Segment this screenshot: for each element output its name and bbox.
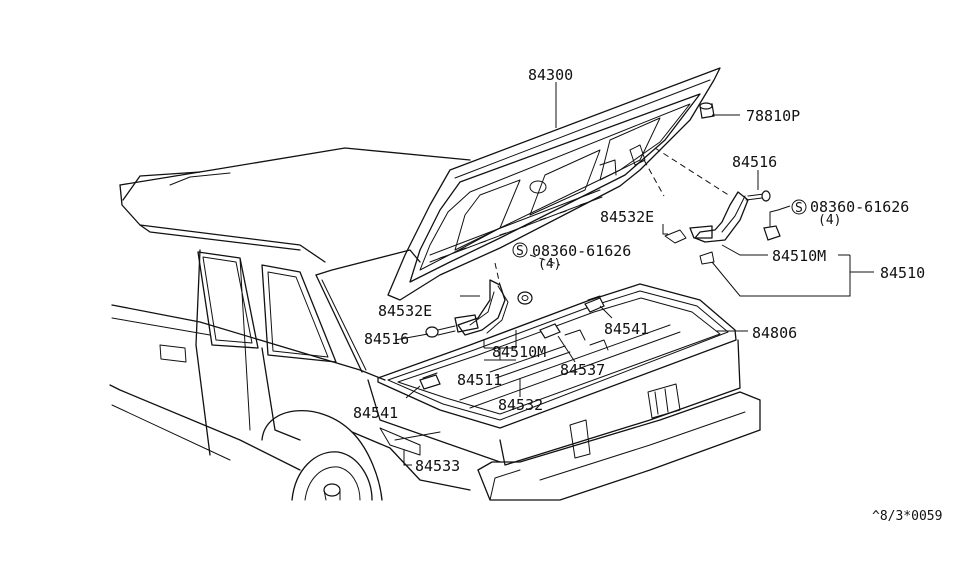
label-84537: 84537 <box>560 361 605 379</box>
label-84541-right: 84541 <box>604 320 649 338</box>
screw-symbol-top <box>791 199 807 215</box>
label-84516-top: 84516 <box>732 153 777 171</box>
dashed-guides <box>494 147 731 286</box>
label-bolt-top-qty: (4) <box>818 213 841 228</box>
floor-parts <box>419 295 609 390</box>
label-84532: 84532 <box>498 396 543 414</box>
hinge-left <box>425 279 533 338</box>
hinge-right <box>664 102 781 265</box>
label-84532e-left: 84532E <box>378 302 432 320</box>
label-84510: 84510 <box>880 264 925 282</box>
label-bolt-mid-qty: (4) <box>538 257 561 272</box>
label-bolt-mid: 08360-61626 <box>532 242 631 260</box>
diagram-code: ^8/3*0059 <box>872 509 942 524</box>
label-84516-left: 84516 <box>364 330 409 348</box>
screw-symbol-mid <box>512 242 528 258</box>
leader-lines <box>394 82 874 466</box>
car-body <box>109 147 761 501</box>
screw-symbol-top-letter: S <box>795 201 803 216</box>
label-84806: 84806 <box>752 324 797 342</box>
label-84510m-left: 84510M <box>492 343 546 361</box>
trunk-lid <box>387 67 721 301</box>
part-labels: 84300 78810P 84516 S 08360-61626 (4) 845… <box>353 66 942 524</box>
label-84541-left: 84541 <box>353 404 398 422</box>
label-84511: 84511 <box>457 371 502 389</box>
label-84533: 84533 <box>415 457 460 475</box>
label-84510m-top: 84510M <box>772 247 826 265</box>
label-84300: 84300 <box>528 66 573 84</box>
trunk-opening <box>377 283 737 456</box>
label-bolt-top: 08360-61626 <box>810 198 909 216</box>
label-78810p: 78810P <box>746 107 800 125</box>
label-84532e-top: 84532E <box>600 208 654 226</box>
screw-symbol-mid-letter: S <box>516 244 524 259</box>
